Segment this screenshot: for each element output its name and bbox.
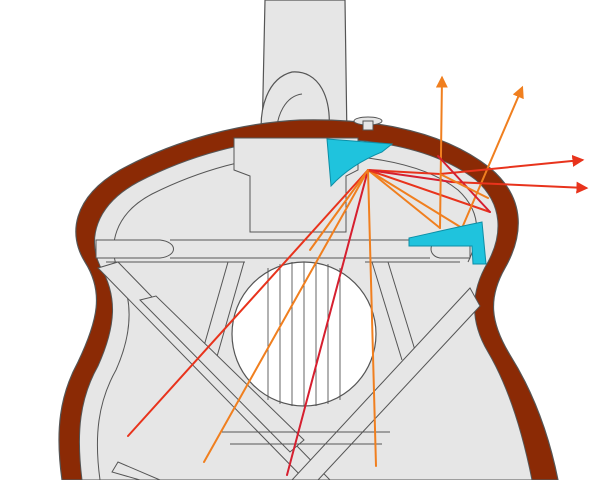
ray-16 (439, 173, 489, 199)
body-lining (96, 153, 478, 480)
left-upright-brace-2 (215, 261, 245, 361)
ray-10 (309, 169, 369, 251)
ray-5 (367, 169, 441, 229)
ray-13 (439, 154, 585, 175)
upper-reflector (326, 138, 394, 188)
upper-transverse-brace (95, 239, 174, 259)
soundhole-strings (267, 262, 341, 406)
ray-9 (367, 169, 491, 213)
ray-2 (203, 169, 369, 463)
right-upright-brace (371, 261, 403, 361)
ray-12 (461, 85, 524, 229)
ray-14 (451, 181, 589, 194)
ray-8 (367, 169, 453, 183)
ray-11 (435, 75, 448, 229)
right-upright-brace-2 (387, 261, 419, 361)
ray-1 (127, 169, 369, 437)
ray-6 (367, 169, 463, 229)
ray-7 (367, 169, 441, 175)
sound-rays (127, 75, 589, 476)
strap-button-icon (353, 116, 383, 131)
lower-tone-bar (111, 461, 161, 480)
ray-4 (367, 169, 377, 467)
x-brace-right-long (139, 295, 305, 453)
ray-3 (286, 169, 369, 476)
ray-15 (437, 155, 491, 213)
lower-reflector (408, 221, 487, 265)
